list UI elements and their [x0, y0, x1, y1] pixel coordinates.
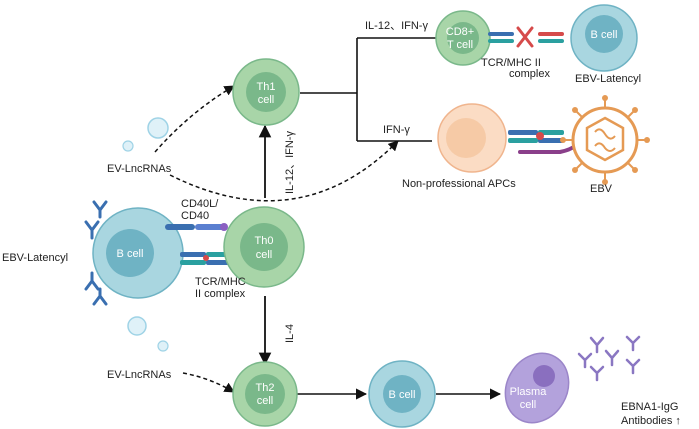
ev-vesicle-large-top [147, 117, 169, 139]
th2-cell: Th2 cell [232, 361, 298, 427]
th0-label-1: Th0 [255, 235, 274, 247]
ev-lncrnas-bottom-label: EV-LncRNAs [107, 369, 172, 381]
cd8-t-cell: CD8+ T cell [435, 10, 491, 66]
tcr-left-label-1: TCR/MHC [195, 276, 246, 288]
tcr-top-label-1: TCR/MHC II [481, 57, 541, 69]
ebv-label: EBV [590, 183, 613, 195]
ev-to-th1-dashed-arrow [154, 85, 235, 153]
tcr-mhc-receptor-left-icon [180, 252, 230, 265]
th0-label-2: cell [256, 249, 273, 261]
antibodies-icon [577, 335, 641, 382]
b-cell-top-right: B cell [570, 4, 638, 72]
ebv-latency-top-label: EBV-Latencyl [575, 73, 641, 85]
b-cell-left: B cell [84, 200, 184, 306]
tcr-mhc-receptor-top-icon [488, 32, 564, 43]
th0-cell: Th0 cell [223, 206, 305, 288]
plasma-cell: Plasma cell [504, 352, 570, 424]
ev-to-th2-dashed-arrow [182, 372, 235, 393]
ev-lncrnas-top-label: EV-LncRNAs [107, 163, 172, 175]
non-professional-apc [437, 103, 507, 173]
labels: EBV-Latencyl EBV-Latencyl EV-LncRNAs EV-… [2, 20, 681, 427]
antibodies-label-1: EBNA1-IgG [621, 401, 678, 413]
il12-ifng-top-label: IL-12、IFN-γ [365, 20, 428, 32]
ebv-virus-icon [560, 95, 650, 185]
ebv-latency-left-label: EBV-Latencyl [2, 252, 68, 264]
b-cell-bottom: B cell [368, 360, 436, 428]
th1-label-1: Th1 [257, 81, 276, 93]
ev-vesicle-large-bottom [127, 316, 147, 336]
antibodies-label-2: Antibodies ↑ [621, 415, 681, 427]
cd40l-cd40-receptor-icon [165, 223, 228, 231]
cd40-label-2: CD40 [181, 210, 209, 222]
il12-ifng-vertical-label: IL-12、IFN-γ [284, 131, 296, 194]
cd8-label-1: CD8+ [446, 26, 474, 38]
th2-label-2: cell [257, 395, 274, 407]
ifng-mid-label: IFN-γ [383, 124, 410, 136]
block-x-icon [516, 26, 534, 48]
il4-vertical-label: IL-4 [284, 324, 296, 343]
ev-vesicle-small-bottom [157, 340, 169, 352]
bcr-antibody-icon [84, 200, 108, 306]
cd40-label-1: CD40L/ [181, 198, 219, 210]
ev-vesicles [122, 117, 169, 352]
b-cell-top-right-label: B cell [591, 29, 618, 41]
th1-cell: Th1 cell [232, 58, 300, 126]
tcr-top-label-2: complex [509, 68, 550, 80]
tcr-left-label-2: II complex [195, 288, 246, 300]
non-prof-apc-label: Non-professional APCs [402, 178, 516, 190]
b-cell-bottom-label: B cell [389, 389, 416, 401]
ev-vesicle-small-top [122, 140, 134, 152]
connectors [154, 37, 502, 400]
b-cell-left-label: B cell [117, 248, 144, 260]
cd8-label-2: T cell [447, 39, 473, 51]
th1-label-2: cell [258, 94, 275, 106]
th2-label-1: Th2 [256, 382, 275, 394]
ev-to-apc-dashed-arrow [169, 140, 399, 202]
plasma-label-2: cell [520, 399, 537, 411]
plasma-label-1: Plasma [510, 386, 548, 398]
